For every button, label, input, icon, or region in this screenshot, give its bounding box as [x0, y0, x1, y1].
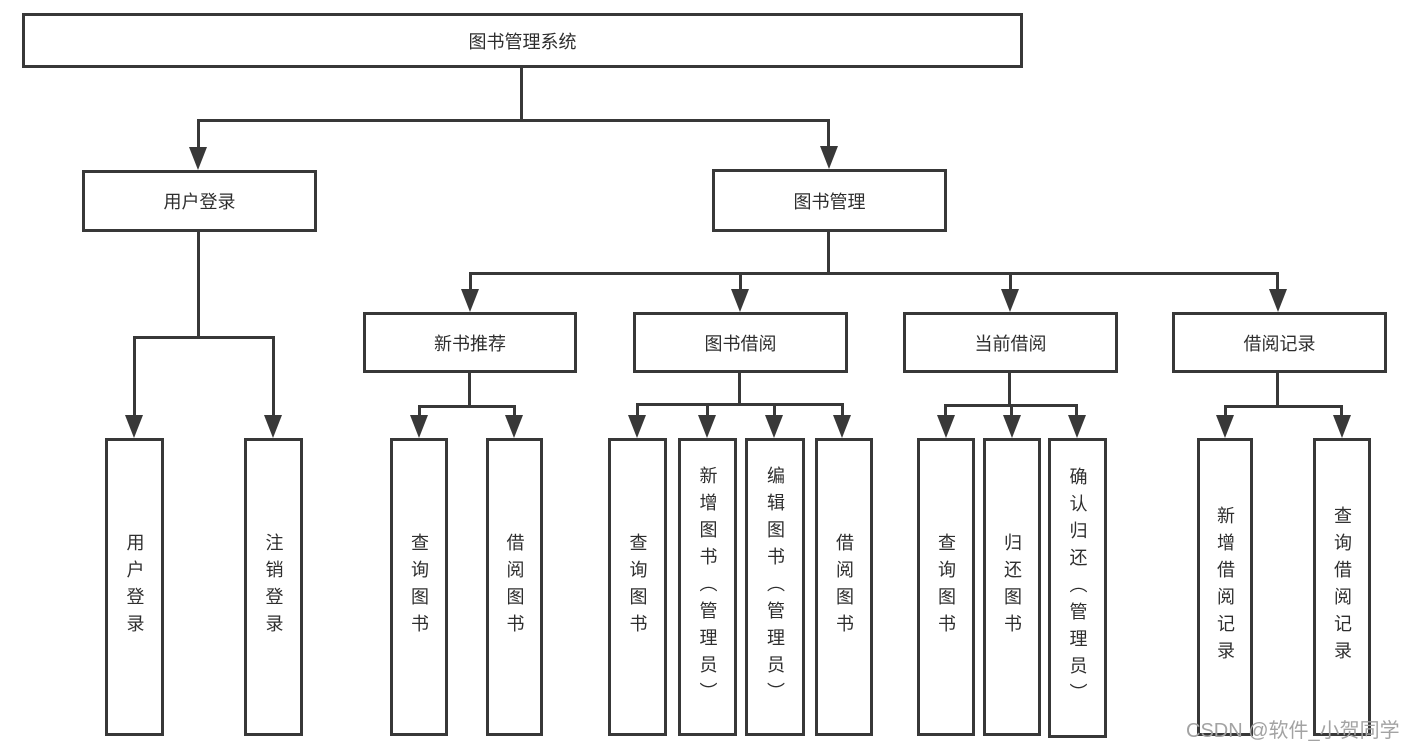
arrow-down-icon — [505, 415, 523, 438]
node-leaf-nbr-borrow-books: 借阅图书 — [486, 438, 543, 736]
node-borrowing-records: 借阅记录 — [1172, 312, 1387, 373]
connector-line — [197, 119, 200, 149]
connector-line — [827, 232, 830, 272]
node-leaf-bb-query-books: 查询图书 — [608, 438, 667, 736]
connector-line — [418, 405, 421, 419]
node-leaf-nbr-borrow-books-label: 借阅图书 — [504, 533, 525, 641]
node-book-borrowing-label: 图书借阅 — [704, 333, 777, 354]
node-leaf-cb-query-books-label: 查询图书 — [936, 533, 956, 641]
arrow-down-icon — [1216, 415, 1234, 438]
arrow-down-icon — [820, 146, 838, 169]
arrow-down-icon — [1003, 415, 1021, 438]
node-leaf-br-query-record: 查询借阅记录 — [1313, 438, 1371, 736]
node-leaf-user-login: 用户登录 — [105, 438, 164, 736]
connector-line — [1008, 373, 1011, 404]
connector-line — [1010, 404, 1013, 419]
connector-line — [197, 232, 200, 336]
node-leaf-logout: 注销登录 — [244, 438, 303, 736]
node-leaf-br-add-record: 新增借阅记录 — [1197, 438, 1253, 736]
arrow-down-icon — [410, 415, 428, 438]
connector-line — [827, 119, 830, 149]
connector-line — [1276, 373, 1279, 405]
connector-line — [944, 404, 947, 419]
node-book-borrowing: 图书借阅 — [633, 312, 848, 373]
connector-line — [636, 403, 639, 419]
connector-line — [133, 336, 275, 339]
connector-line — [636, 403, 844, 406]
node-leaf-bb-borrow-books: 借阅图书 — [815, 438, 873, 736]
connector-line — [513, 405, 516, 419]
connector-line — [133, 336, 136, 418]
node-leaf-cb-confirm-return-label: 确认归还（管理员） — [1067, 466, 1088, 710]
connector-line — [469, 272, 472, 292]
connector-line — [1009, 272, 1012, 292]
node-book-management-label: 图书管理 — [793, 191, 866, 212]
node-leaf-cb-return-books: 归还图书 — [983, 438, 1041, 736]
connector-line — [1276, 272, 1279, 292]
arrow-down-icon — [125, 415, 143, 438]
node-leaf-nbr-query-books: 查询图书 — [390, 438, 448, 736]
connector-line — [468, 373, 471, 405]
node-root-label: 图书管理系统 — [468, 31, 577, 52]
node-user-login: 用户登录 — [82, 170, 317, 232]
node-user-login-label: 用户登录 — [163, 192, 236, 212]
node-book-management: 图书管理 — [712, 169, 947, 232]
connector-line — [1224, 405, 1343, 408]
node-leaf-bb-edit-books-label: 编辑图书（管理员） — [765, 465, 785, 709]
connector-line — [418, 405, 516, 408]
arrow-down-icon — [937, 415, 955, 438]
connector-line — [1340, 405, 1343, 419]
node-leaf-bb-add-books: 新增图书（管理员） — [678, 438, 737, 736]
connector-line — [706, 403, 709, 419]
arrow-down-icon — [1333, 415, 1351, 438]
node-leaf-bb-edit-books: 编辑图书（管理员） — [745, 438, 805, 736]
node-root: 图书管理系统 — [22, 13, 1023, 68]
arrow-down-icon — [264, 415, 282, 438]
arrow-down-icon — [698, 415, 716, 438]
connector-line — [773, 403, 776, 419]
node-leaf-user-login-label: 用户登录 — [124, 533, 145, 641]
connector-line — [520, 68, 523, 119]
node-current-borrowing: 当前借阅 — [903, 312, 1118, 373]
arrow-down-icon — [189, 147, 207, 170]
connector-line — [469, 272, 1279, 275]
connector-line — [197, 119, 830, 122]
arrow-down-icon — [833, 415, 851, 438]
node-new-book-recommendation-label: 新书推荐 — [434, 333, 506, 354]
connector-line — [272, 336, 275, 418]
node-borrowing-records-label: 借阅记录 — [1243, 333, 1316, 354]
node-leaf-logout-label: 注销登录 — [263, 533, 284, 641]
node-current-borrowing-label: 当前借阅 — [974, 333, 1047, 354]
node-leaf-bb-add-books-label: 新增图书（管理员） — [697, 465, 718, 709]
arrow-down-icon — [731, 289, 749, 312]
node-leaf-cb-return-books-label: 归还图书 — [1002, 533, 1022, 641]
node-leaf-bb-borrow-books-label: 借阅图书 — [834, 533, 854, 641]
connector-line — [739, 272, 742, 292]
node-leaf-br-query-record-label: 查询借阅记录 — [1332, 506, 1352, 668]
arrow-down-icon — [1001, 289, 1019, 312]
arrow-down-icon — [1269, 289, 1287, 312]
connector-line — [1224, 405, 1227, 419]
node-leaf-cb-query-books: 查询图书 — [917, 438, 975, 736]
node-leaf-bb-query-books-label: 查询图书 — [627, 533, 648, 641]
arrow-down-icon — [765, 415, 783, 438]
arrow-down-icon — [628, 415, 646, 438]
node-new-book-recommendation: 新书推荐 — [363, 312, 577, 373]
connector-line — [738, 373, 741, 403]
arrow-down-icon — [461, 289, 479, 312]
connector-line — [841, 403, 844, 419]
node-leaf-cb-confirm-return: 确认归还（管理员） — [1048, 438, 1107, 738]
node-leaf-br-add-record-label: 新增借阅记录 — [1215, 506, 1235, 668]
watermark: CSDN @软件_小贺同学 — [1186, 720, 1400, 742]
arrow-down-icon — [1068, 415, 1086, 438]
connector-line — [1075, 404, 1078, 419]
node-leaf-nbr-query-books-label: 查询图书 — [409, 533, 429, 641]
